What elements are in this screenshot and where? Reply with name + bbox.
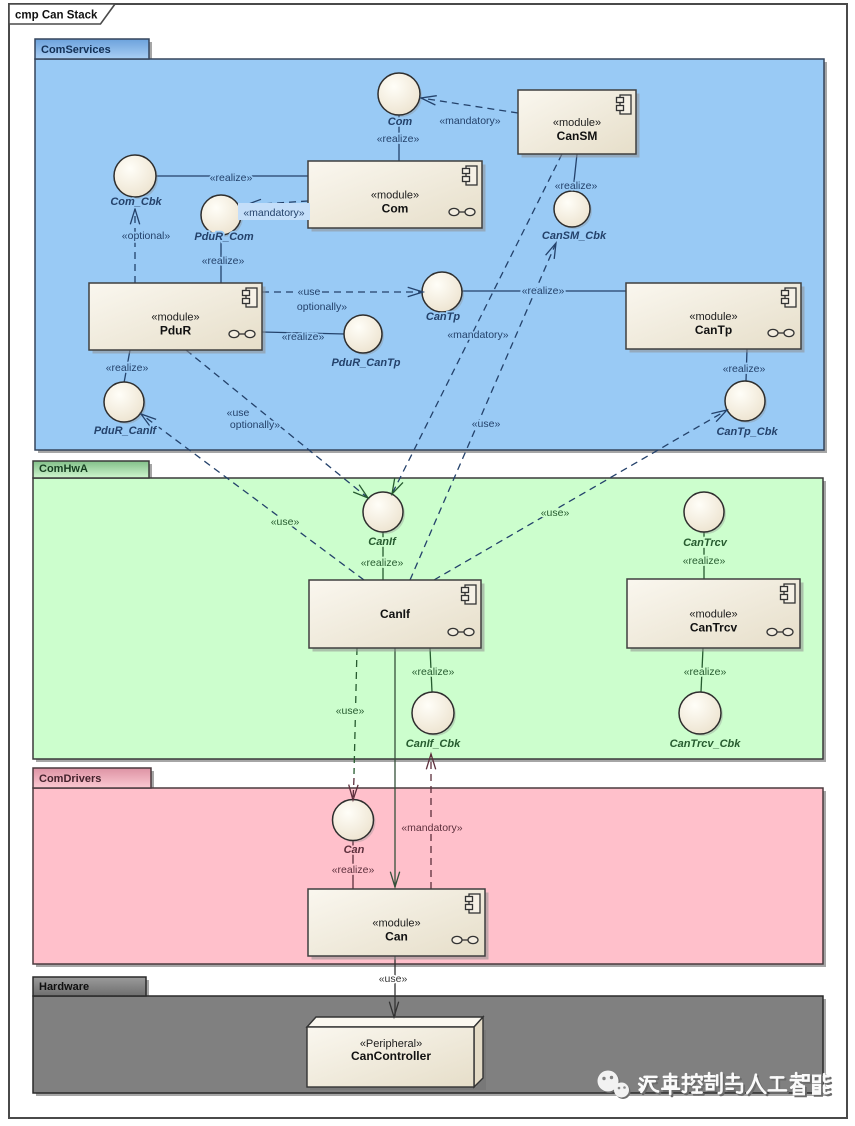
svg-text:PduR_CanTp: PduR_CanTp (331, 357, 400, 369)
svg-text:PduR_CanIf: PduR_CanIf (94, 425, 158, 437)
svg-text:«optional»: «optional» (122, 230, 171, 242)
svg-text:Can: Can (385, 930, 408, 944)
svg-text:«use»: «use» (271, 516, 300, 528)
svg-text:CanTrcv: CanTrcv (683, 537, 728, 549)
svg-text:ComServices: ComServices (41, 44, 111, 56)
svg-text:«realize»: «realize» (282, 331, 325, 343)
svg-text:«module»: «module» (372, 918, 420, 930)
svg-text:Com_Cbk: Com_Cbk (110, 196, 162, 208)
svg-text:«realize»: «realize» (202, 255, 245, 267)
svg-text:CanTrcv: CanTrcv (690, 621, 738, 635)
svg-text:CanTp: CanTp (695, 323, 732, 337)
svg-text:PduR_Com: PduR_Com (194, 231, 254, 243)
svg-text:«mandatory»: «mandatory» (439, 115, 500, 127)
svg-text:CanIf_Cbk: CanIf_Cbk (406, 738, 461, 750)
svg-text:ComHwA: ComHwA (39, 463, 88, 475)
svg-text:«mandatory»: «mandatory» (243, 207, 304, 219)
svg-text:«realize»: «realize» (361, 557, 404, 569)
svg-text:«realize»: «realize» (723, 363, 766, 375)
svg-text:«use»: «use» (472, 418, 501, 430)
svg-text:«realize»: «realize» (522, 285, 565, 297)
svg-text:Com: Com (382, 202, 409, 216)
svg-text:«use: «use (227, 407, 250, 419)
svg-text:CanController: CanController (351, 1049, 431, 1063)
svg-text:cmp Can Stack: cmp Can Stack (15, 10, 98, 22)
svg-text:Com: Com (388, 116, 413, 128)
svg-text:CanSM: CanSM (557, 129, 598, 143)
svg-text:CanIf: CanIf (368, 536, 397, 548)
svg-text:«realize»: «realize» (684, 666, 727, 678)
svg-text:PduR: PduR (160, 324, 192, 338)
svg-text:CanTp_Cbk: CanTp_Cbk (716, 426, 778, 438)
svg-text:«realize»: «realize» (412, 666, 455, 678)
svg-text:«realize»: «realize» (377, 133, 420, 145)
svg-text:optionally»: optionally» (230, 419, 280, 431)
svg-text:Can: Can (344, 844, 365, 856)
svg-text:«mandatory»: «mandatory» (447, 329, 508, 341)
svg-text:CanTrcv_Cbk: CanTrcv_Cbk (670, 738, 742, 750)
svg-text:«Peripheral»: «Peripheral» (360, 1038, 422, 1050)
svg-text:«module»: «module» (689, 311, 737, 323)
svg-text:«mandatory»: «mandatory» (401, 822, 462, 834)
svg-text:«module»: «module» (371, 190, 419, 202)
svg-text:«realize»: «realize» (555, 180, 598, 192)
svg-text:«use»: «use» (379, 973, 408, 985)
svg-text:«realize»: «realize» (683, 555, 726, 567)
svg-text:«module»: «module» (553, 117, 601, 129)
svg-text:Hardware: Hardware (39, 981, 89, 993)
svg-text:optionally»: optionally» (297, 301, 347, 313)
svg-text:CanIf: CanIf (380, 607, 411, 621)
svg-text:«use»: «use» (541, 507, 570, 519)
svg-text:«realize»: «realize» (332, 864, 375, 876)
svg-text:«realize»: «realize» (210, 172, 253, 184)
svg-text:«use»: «use» (336, 705, 365, 717)
svg-text:«use: «use (298, 286, 321, 298)
svg-text:«module»: «module» (151, 312, 199, 324)
svg-text:CanTp: CanTp (426, 311, 461, 323)
svg-text:«module»: «module» (689, 609, 737, 621)
svg-text:«realize»: «realize» (106, 362, 149, 374)
svg-text:CanSM_Cbk: CanSM_Cbk (542, 230, 607, 242)
svg-text:ComDrivers: ComDrivers (39, 773, 101, 785)
